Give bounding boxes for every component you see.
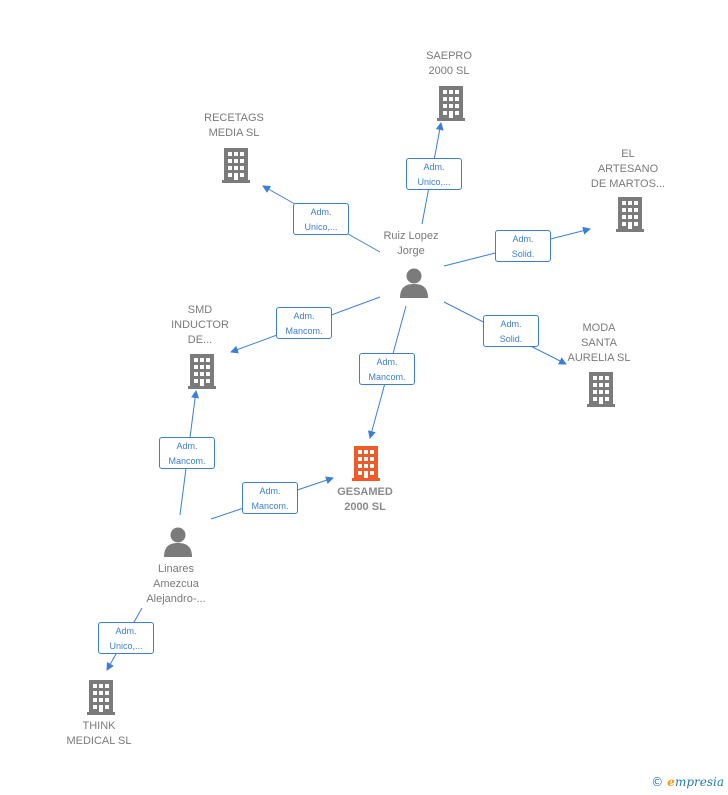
copyright-icon: ©: [651, 775, 664, 789]
person-icon[interactable]: [164, 527, 192, 558]
building-icon[interactable]: [87, 680, 115, 715]
node-label-moda[interactable]: MODA SANTA AURELIA SL: [567, 322, 631, 364]
node-label-smd[interactable]: SMD INDUCTOR DE...: [171, 304, 229, 346]
edge-label-linares-smd[interactable]: Adm.Mancom.: [159, 437, 215, 469]
edge-label-linares-gesamed[interactable]: Adm.Mancom.: [242, 482, 298, 514]
building-icon[interactable]: [587, 372, 615, 407]
empresia-watermark: ©empresia: [651, 775, 724, 789]
building-icon[interactable]: [616, 197, 644, 232]
edge-label-ruiz-saepro[interactable]: Adm.Unico,...: [406, 158, 462, 190]
node-label-recetags[interactable]: RECETAGS MEDIA SL: [204, 112, 264, 139]
edge-label-ruiz-smd[interactable]: Adm.Mancom.: [276, 307, 332, 339]
node-label-artesano[interactable]: EL ARTESANO DE MARTOS...: [590, 148, 666, 190]
edge-label-ruiz-gesamed[interactable]: Adm.Mancom.: [359, 353, 415, 385]
edge-label-ruiz-moda[interactable]: Adm.Solid.: [483, 315, 539, 347]
edge-label-ruiz-artesano[interactable]: Adm.Solid.: [495, 230, 551, 262]
building-icon[interactable]: [437, 86, 465, 121]
person-icon[interactable]: [400, 268, 428, 299]
building-icon[interactable]: [188, 354, 216, 389]
node-label-saepro[interactable]: SAEPRO 2000 SL: [426, 50, 472, 77]
edge-label-ruiz-recetags[interactable]: Adm.Unico,...: [293, 203, 349, 235]
node-label-ruiz[interactable]: Ruiz Lopez Jorge: [383, 230, 439, 257]
node-label-gesamed[interactable]: GESAMED 2000 SL: [337, 486, 393, 513]
building-icon[interactable]: [222, 148, 250, 183]
building-icon[interactable]: [352, 446, 380, 481]
node-label-think[interactable]: THINK MEDICAL SL: [66, 720, 132, 747]
edge-label-linares-think[interactable]: Adm.Unico,...: [98, 622, 154, 654]
node-label-linares[interactable]: Linares Amezcua Alejandro-...: [146, 563, 206, 605]
